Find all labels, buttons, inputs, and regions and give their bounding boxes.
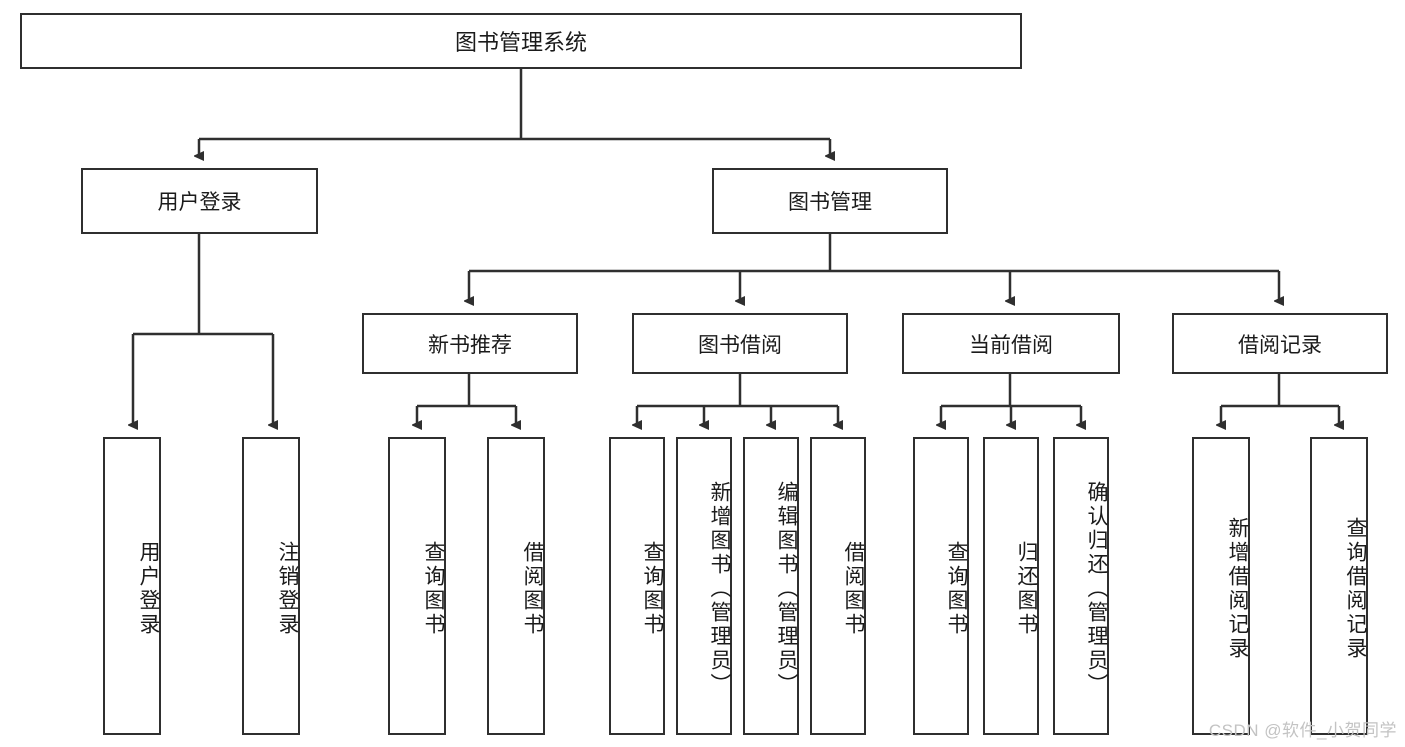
leaf-add-borrow-record[interactable]: 新增借阅记录 xyxy=(1192,437,1250,735)
node-root[interactable]: 图书管理系统 xyxy=(20,13,1022,69)
node-book-management[interactable]: 图书管理 xyxy=(712,168,948,234)
leaf-borrow-book-recommend-label: 借阅图书 xyxy=(521,541,544,637)
node-new-book-recommend[interactable]: 新书推荐 xyxy=(362,313,578,374)
leaf-add-book-admin[interactable]: 新增图书（管理员） xyxy=(676,437,732,735)
leaf-query-book-current[interactable]: 查询图书 xyxy=(913,437,969,735)
leaf-logout[interactable]: 注销登录 xyxy=(242,437,300,735)
leaf-query-book-current-label: 查询图书 xyxy=(945,541,968,637)
leaf-query-book-borrow[interactable]: 查询图书 xyxy=(609,437,665,735)
leaf-query-book-recommend-label: 查询图书 xyxy=(422,541,445,637)
node-user-login-label: 用户登录 xyxy=(157,191,242,214)
leaf-query-book-borrow-label: 查询图书 xyxy=(641,541,664,637)
leaf-borrow-book-label: 借阅图书 xyxy=(842,541,865,637)
leaf-return-book-label: 归还图书 xyxy=(1015,541,1038,637)
watermark: CSDN @软件_小贺同学 xyxy=(1208,721,1397,740)
leaf-edit-book-admin[interactable]: 编辑图书（管理员） xyxy=(743,437,799,735)
leaf-logout-label: 注销登录 xyxy=(276,541,299,637)
node-book-borrow[interactable]: 图书借阅 xyxy=(632,313,848,374)
node-borrow-record-label: 借阅记录 xyxy=(1238,333,1322,357)
leaf-add-book-admin-label: 新增图书（管理员） xyxy=(708,481,731,697)
node-current-borrow-label: 当前借阅 xyxy=(969,333,1053,357)
node-new-book-recommend-label: 新书推荐 xyxy=(428,333,512,357)
node-current-borrow[interactable]: 当前借阅 xyxy=(902,313,1120,374)
leaf-query-book-recommend[interactable]: 查询图书 xyxy=(388,437,446,735)
node-user-login[interactable]: 用户登录 xyxy=(81,168,318,234)
node-book-borrow-label: 图书借阅 xyxy=(698,333,782,357)
node-root-label: 图书管理系统 xyxy=(454,30,587,55)
node-book-management-label: 图书管理 xyxy=(788,191,872,214)
leaf-edit-book-admin-label: 编辑图书（管理员） xyxy=(775,481,798,697)
leaf-confirm-return-admin-label: 确认归还（管理员） xyxy=(1085,481,1108,697)
leaf-user-login-label: 用户登录 xyxy=(137,541,160,637)
leaf-confirm-return-admin[interactable]: 确认归还（管理员） xyxy=(1053,437,1109,735)
leaf-borrow-book[interactable]: 借阅图书 xyxy=(810,437,866,735)
leaf-query-borrow-record-label: 查询借阅记录 xyxy=(1344,517,1367,661)
leaf-add-borrow-record-label: 新增借阅记录 xyxy=(1226,517,1249,661)
leaf-query-borrow-record[interactable]: 查询借阅记录 xyxy=(1310,437,1368,735)
node-borrow-record[interactable]: 借阅记录 xyxy=(1172,313,1388,374)
leaf-return-book[interactable]: 归还图书 xyxy=(983,437,1039,735)
leaf-user-login[interactable]: 用户登录 xyxy=(103,437,161,735)
leaf-borrow-book-recommend[interactable]: 借阅图书 xyxy=(487,437,545,735)
